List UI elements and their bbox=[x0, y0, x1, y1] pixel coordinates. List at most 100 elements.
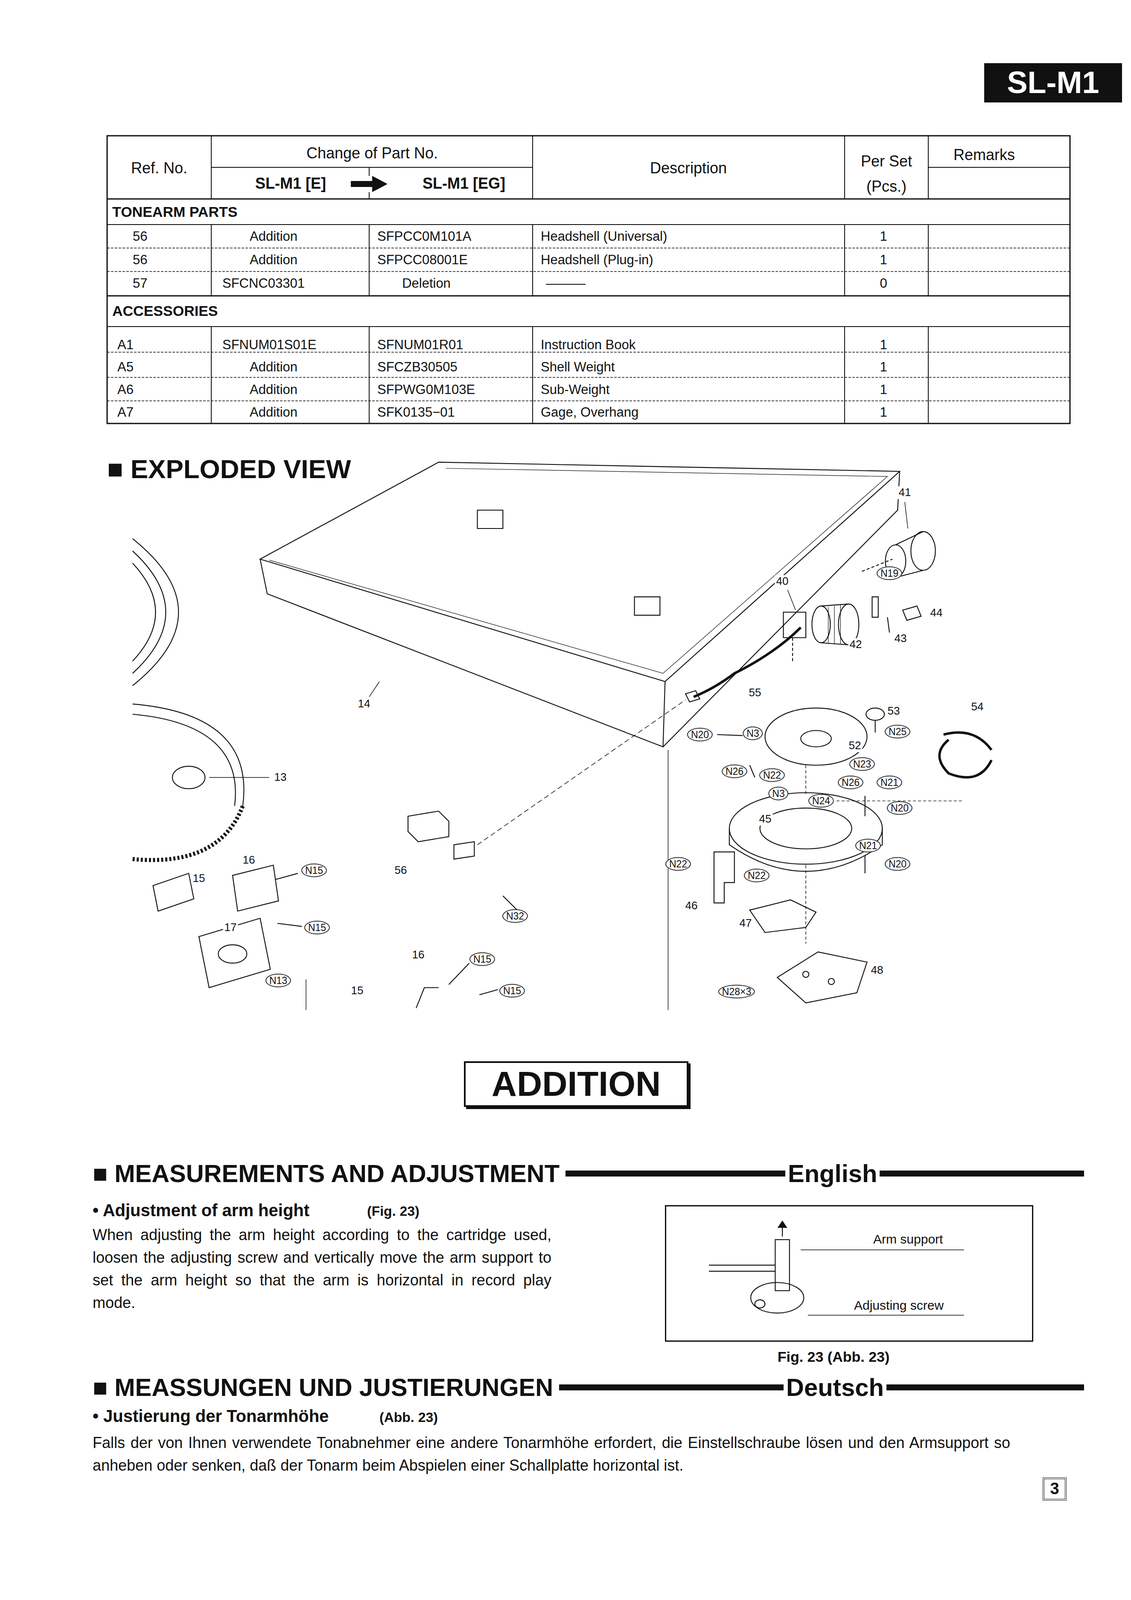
exploded-view-stroke bbox=[792, 637, 793, 664]
exploded-view-stroke bbox=[828, 978, 835, 985]
parts-table-stroke bbox=[107, 198, 1070, 200]
callout-number: N21 bbox=[855, 838, 881, 853]
table-cell: 1 bbox=[879, 337, 887, 353]
parts-table-stroke bbox=[210, 135, 212, 199]
callout-label: Adjusting screw bbox=[854, 1297, 944, 1312]
table-header: (Pcs.) bbox=[866, 177, 907, 196]
callout-number: 45 bbox=[757, 812, 773, 826]
callout-number: N13 bbox=[265, 973, 292, 988]
callout-number: N25 bbox=[884, 724, 911, 739]
table-header: SL-M1 [EG] bbox=[422, 174, 506, 193]
section-label: TONEARM PARTS bbox=[112, 203, 238, 221]
parts-table-stroke bbox=[532, 135, 534, 199]
figure-frame: Arm supportAdjusting screw bbox=[664, 1204, 1034, 1342]
exploded-view-stroke bbox=[874, 719, 876, 733]
parts-table-stroke bbox=[107, 376, 1070, 378]
parts-table-stroke bbox=[927, 326, 929, 424]
table-header: SL-M1 [E] bbox=[255, 174, 327, 193]
exploded-view-stroke bbox=[172, 766, 205, 789]
callout-number: 53 bbox=[886, 704, 902, 718]
fig23-sketch-stroke bbox=[750, 1282, 804, 1313]
exploded-view-stroke bbox=[416, 987, 439, 1009]
callout-number: N22 bbox=[759, 768, 785, 782]
exploded-view-stroke bbox=[864, 854, 866, 874]
exploded-view-stroke bbox=[153, 873, 195, 911]
table-header: Per Set bbox=[860, 152, 913, 170]
table-cell: SFNUM01S01E bbox=[222, 337, 317, 353]
callout-number: N20 bbox=[687, 727, 713, 742]
table-cell: 1 bbox=[879, 252, 887, 268]
callout-number: 14 bbox=[356, 697, 372, 711]
parts-table-stroke bbox=[844, 135, 846, 199]
callout-number: 42 bbox=[848, 638, 864, 651]
exploded-view-stroke bbox=[783, 612, 807, 638]
table-cell: Addition bbox=[249, 359, 298, 375]
table-cell: Shell Weight bbox=[540, 359, 615, 375]
parts-table-stroke bbox=[211, 166, 533, 168]
exploded-view-stroke bbox=[749, 765, 755, 778]
exploded-view-stroke bbox=[910, 531, 936, 571]
exploded-view-stroke bbox=[198, 918, 271, 988]
exploded-view-stroke bbox=[811, 606, 831, 643]
fig23-sketch bbox=[708, 1221, 965, 1315]
exploded-view-stroke bbox=[275, 873, 298, 880]
callout-number: 15 bbox=[349, 984, 365, 997]
exploded-view-stroke bbox=[477, 510, 504, 529]
callout-number: N20 bbox=[886, 801, 913, 815]
parts-table-stroke bbox=[927, 224, 929, 296]
callout-number: N3 bbox=[768, 786, 789, 801]
exploded-view-stroke bbox=[132, 550, 167, 674]
exploded-view-stroke bbox=[369, 681, 380, 697]
table-cell: Deletion bbox=[402, 275, 451, 292]
callout-number: 17 bbox=[223, 921, 239, 934]
exploded-view-stroke bbox=[787, 589, 796, 610]
exploded-view-stroke bbox=[765, 708, 868, 766]
table-cell: Gage, Overhang bbox=[540, 404, 639, 420]
table-cell: Headshell (Plug-in) bbox=[540, 252, 654, 268]
table-cell: Addition bbox=[249, 404, 298, 420]
table-header: Remarks bbox=[953, 145, 1015, 164]
callout-number: 16 bbox=[411, 948, 426, 962]
table-cell: SFCNC03301 bbox=[222, 275, 305, 292]
callout-number: 43 bbox=[893, 632, 909, 645]
table-cell: ——— bbox=[545, 275, 586, 292]
callout-number: N22 bbox=[743, 868, 770, 883]
section-heading: ■ MEASUREMENTS AND ADJUSTMENT bbox=[92, 1159, 566, 1188]
parts-table-stroke bbox=[210, 224, 212, 296]
table-header: Change of Part No. bbox=[306, 144, 438, 162]
parts-table-stroke bbox=[368, 326, 370, 424]
exploded-view-stroke bbox=[714, 851, 735, 904]
exploded-view-stroke bbox=[864, 795, 866, 817]
box-label: 3 bbox=[1049, 1479, 1059, 1498]
table-cell: A1 bbox=[117, 337, 134, 353]
subheading: • Justierung der Tonarmhöhe bbox=[92, 1405, 329, 1426]
callout-number: 55 bbox=[747, 686, 763, 700]
section-label: ACCESSORIES bbox=[112, 302, 219, 320]
exploded-view-stroke bbox=[132, 538, 179, 686]
table-cell: 57 bbox=[132, 275, 148, 292]
body-paragraph: When adjusting the arm height according … bbox=[92, 1223, 552, 1314]
exploded-view-stroke bbox=[259, 462, 900, 682]
exploded-view-stroke bbox=[904, 501, 908, 529]
table-cell: SFPWG0M103E bbox=[377, 381, 476, 398]
exploded-view-stroke bbox=[717, 734, 743, 736]
callout-number: N28×3 bbox=[718, 984, 755, 999]
fig23-sketch-stroke bbox=[807, 1314, 965, 1315]
exploded-view-stroke bbox=[749, 899, 817, 933]
fig23-sketch-stroke bbox=[800, 1249, 964, 1250]
callout-number: N26 bbox=[837, 775, 864, 790]
table-header: Description bbox=[650, 159, 727, 177]
table-cell: Addition bbox=[249, 228, 298, 245]
exploded-view bbox=[132, 462, 992, 1010]
exploded-view-stroke bbox=[840, 604, 841, 644]
table-cell: 0 bbox=[879, 275, 887, 292]
exploded-view-stroke bbox=[132, 562, 156, 661]
table-cell: 1 bbox=[879, 359, 887, 375]
callout-number: N32 bbox=[502, 909, 528, 923]
table-cell: 56 bbox=[132, 252, 148, 268]
parts-table-stroke bbox=[107, 400, 1070, 402]
figure-caption: Fig. 23 (Abb. 23) bbox=[777, 1348, 890, 1365]
table-cell: SFCZB30505 bbox=[377, 359, 458, 375]
parts-table bbox=[107, 135, 1070, 424]
exploded-view-stroke bbox=[805, 865, 806, 944]
